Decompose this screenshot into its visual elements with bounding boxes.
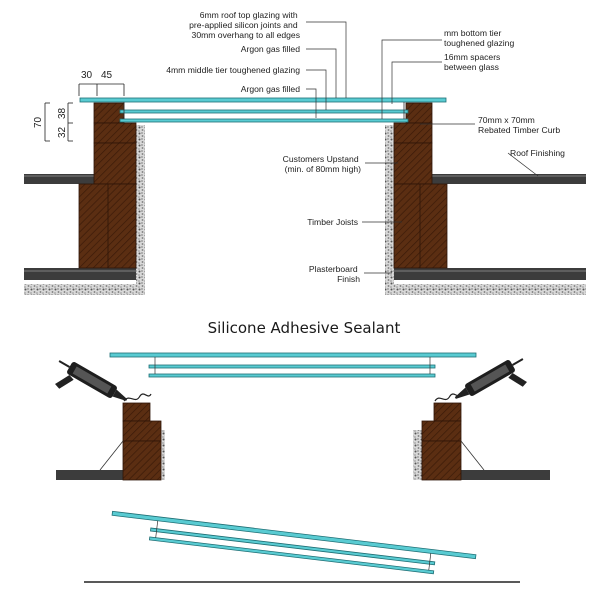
roof-board-left <box>24 174 136 184</box>
dimension-width-2: 45 <box>101 70 113 81</box>
dimension-height-total: 70 <box>33 116 44 128</box>
label-upstand: Customers Upstand (min. of 80mm high) <box>283 154 361 174</box>
section-title: Silicone Adhesive Sealant <box>208 319 401 337</box>
roof-board-mid-right <box>446 470 550 480</box>
glass-top-tilted <box>111 510 477 560</box>
timber-right <box>393 102 448 269</box>
label-curb: 70mm x 70mm Rebated Timber Curb <box>478 115 560 135</box>
bottom-detail <box>84 510 520 583</box>
glass-bottom-floating <box>148 373 436 378</box>
glass-middle-tier <box>119 109 409 114</box>
plaster-right-horizontal <box>385 284 586 295</box>
timber-left <box>78 102 137 269</box>
plaster-right-vertical <box>385 125 394 295</box>
leader-lines <box>306 21 539 274</box>
dimension-height-upper: 38 <box>57 107 68 119</box>
middle-detail <box>55 352 550 481</box>
label-roof-finishing: Roof Finishing <box>510 148 565 158</box>
plaster-left-horizontal <box>24 284 145 295</box>
label-argon-bottom: Argon gas filled <box>241 84 300 94</box>
label-middle-tier: 4mm middle tier toughened glazing <box>166 65 300 75</box>
top-detail: 30 45 70 38 32 <box>24 10 586 295</box>
label-roof-glazing: 6mm roof top glazing with pre-applied si… <box>189 10 300 40</box>
label-spacers: 16mm spacers between glass <box>444 52 503 72</box>
glass-top-floating <box>109 352 477 358</box>
sealant-gun-left-icon <box>55 360 128 401</box>
roof-board-right <box>432 174 586 184</box>
dimension-height: 70 38 32 <box>33 102 73 142</box>
glass-top-tier <box>79 97 447 103</box>
dimension-width-1: 30 <box>81 70 93 81</box>
label-argon-top: Argon gas filled <box>241 44 300 54</box>
ceiling-board-left <box>24 268 136 280</box>
dimension-width: 30 45 <box>78 70 125 96</box>
glass-middle-floating <box>148 364 436 369</box>
glass-bottom-tilted <box>148 536 435 575</box>
roof-board-mid-left <box>56 470 156 480</box>
plaster-left-vertical <box>136 125 145 295</box>
sealant-gun-right-icon <box>454 358 527 399</box>
dimension-height-lower: 32 <box>57 126 68 138</box>
glazing-unit <box>79 97 447 123</box>
label-bottom-tier: mm bottom tier toughened glazing <box>444 28 514 48</box>
label-joists: Timber Joists <box>307 217 358 227</box>
ceiling-board-right <box>394 268 586 280</box>
label-plasterboard: Plasterboard Finish <box>309 264 360 284</box>
glass-bottom-tier <box>119 118 409 123</box>
glass-middle-tilted <box>150 527 436 566</box>
